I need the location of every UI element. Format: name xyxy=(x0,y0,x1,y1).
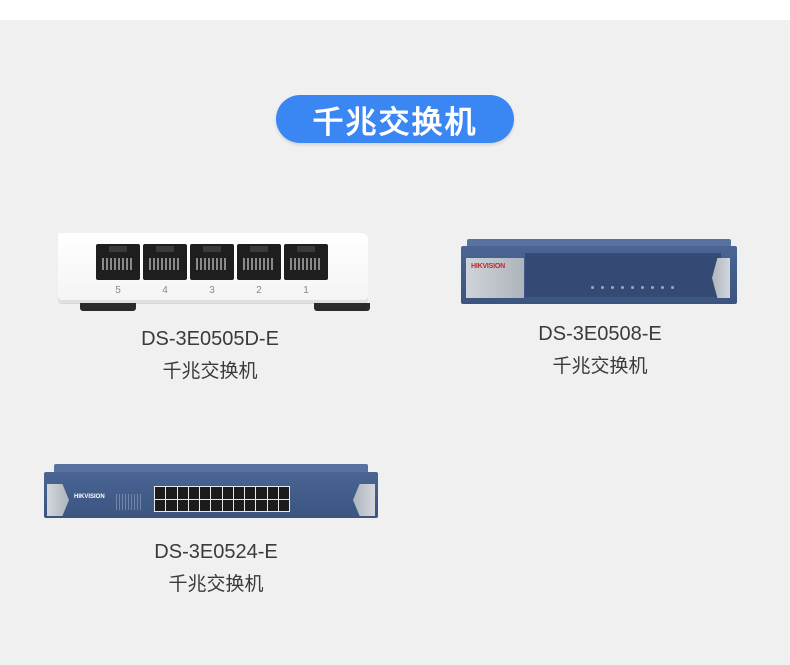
switch-5-port-image: 5 4 3 2 1 xyxy=(58,233,370,313)
product-model: DS-3E0524-E xyxy=(154,541,278,563)
hikvision-logo: HIKVISION xyxy=(471,263,505,270)
product-category: 千兆交换机 xyxy=(162,360,258,382)
section-title-badge: 千兆交换机 xyxy=(276,95,514,143)
port-label: 4 xyxy=(162,285,168,296)
product-category: 千兆交换机 xyxy=(552,355,648,377)
port-label: 2 xyxy=(256,285,262,296)
switch-24-port-image: HIKVISION xyxy=(44,464,378,520)
product-model: DS-3E0508-E xyxy=(538,323,662,345)
port-label: 3 xyxy=(209,285,215,296)
port-label: 1 xyxy=(303,285,309,296)
product-model: DS-3E0505D-E xyxy=(141,328,279,350)
product-category: 千兆交换机 xyxy=(168,573,264,595)
port-label: 5 xyxy=(115,285,121,296)
switch-8-port-image: HIKVISION xyxy=(461,239,737,307)
hikvision-logo: HIKVISION xyxy=(74,494,105,500)
